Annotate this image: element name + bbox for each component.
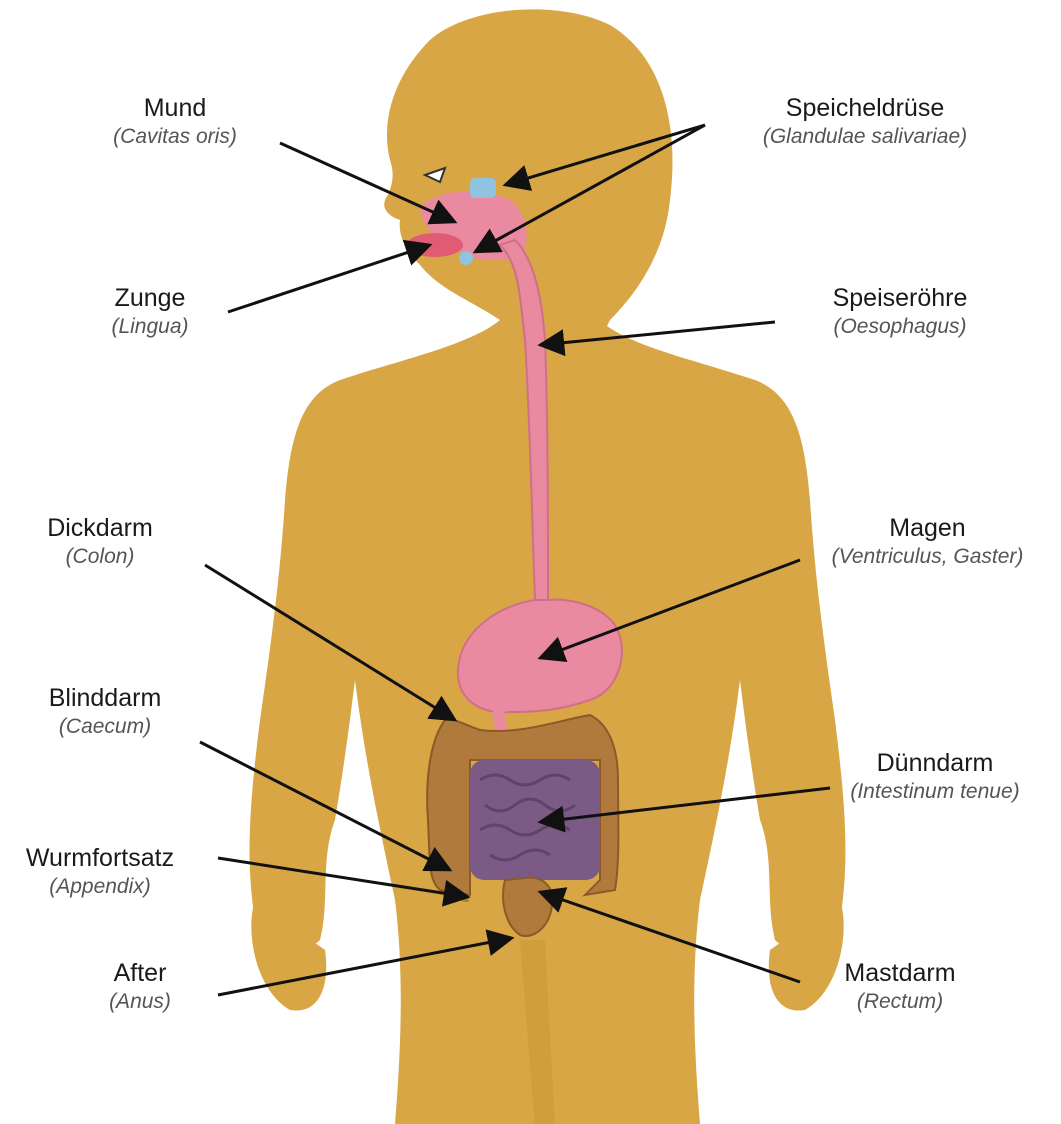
label-magen-latin: (Ventriculus, Gaster) — [795, 544, 1060, 570]
label-after-latin: (Anus) — [75, 989, 205, 1015]
label-speiseroehre-latin: (Oesophagus) — [795, 314, 1005, 340]
label-dickdarm-latin: (Colon) — [15, 544, 185, 570]
label-zunge-name: Zunge — [70, 283, 230, 314]
label-wurmfortsatz-name: Wurmfortsatz — [5, 843, 195, 874]
label-duenndarm: Dünndarm (Intestinum tenue) — [815, 748, 1055, 806]
label-speiseroehre: Speiseröhre (Oesophagus) — [795, 283, 1005, 341]
label-speicheldruese-latin: (Glandulae salivariae) — [720, 124, 1010, 150]
label-zunge-latin: (Lingua) — [70, 314, 230, 340]
label-wurmfortsatz-latin: (Appendix) — [5, 874, 195, 900]
label-mund: Mund (Cavitas oris) — [95, 93, 255, 151]
label-mastdarm: Mastdarm (Rectum) — [815, 958, 985, 1016]
label-dickdarm: Dickdarm (Colon) — [15, 513, 185, 571]
salivary-gland-lower — [459, 251, 473, 265]
salivary-gland-upper — [470, 178, 496, 198]
arrow-zunge — [228, 245, 430, 312]
label-zunge: Zunge (Lingua) — [70, 283, 230, 341]
label-blinddarm-latin: (Caecum) — [15, 714, 195, 740]
label-after-name: After — [75, 958, 205, 989]
label-magen: Magen (Ventriculus, Gaster) — [795, 513, 1060, 571]
small-intestine-organ — [470, 760, 600, 880]
label-mund-name: Mund — [95, 93, 255, 124]
label-after: After (Anus) — [75, 958, 205, 1016]
label-duenndarm-name: Dünndarm — [815, 748, 1055, 779]
label-mastdarm-latin: (Rectum) — [815, 989, 985, 1015]
label-speiseroehre-name: Speiseröhre — [795, 283, 1005, 314]
label-wurmfortsatz: Wurmfortsatz (Appendix) — [5, 843, 195, 901]
label-duenndarm-latin: (Intestinum tenue) — [815, 779, 1055, 805]
label-mastdarm-name: Mastdarm — [815, 958, 985, 989]
label-dickdarm-name: Dickdarm — [15, 513, 185, 544]
label-speicheldruese: Speicheldrüse (Glandulae salivariae) — [720, 93, 1010, 151]
label-blinddarm: Blinddarm (Caecum) — [15, 683, 195, 741]
label-magen-name: Magen — [795, 513, 1060, 544]
label-blinddarm-name: Blinddarm — [15, 683, 195, 714]
label-speicheldruese-name: Speicheldrüse — [720, 93, 1010, 124]
label-mund-latin: (Cavitas oris) — [95, 124, 255, 150]
tongue-organ — [407, 233, 463, 257]
